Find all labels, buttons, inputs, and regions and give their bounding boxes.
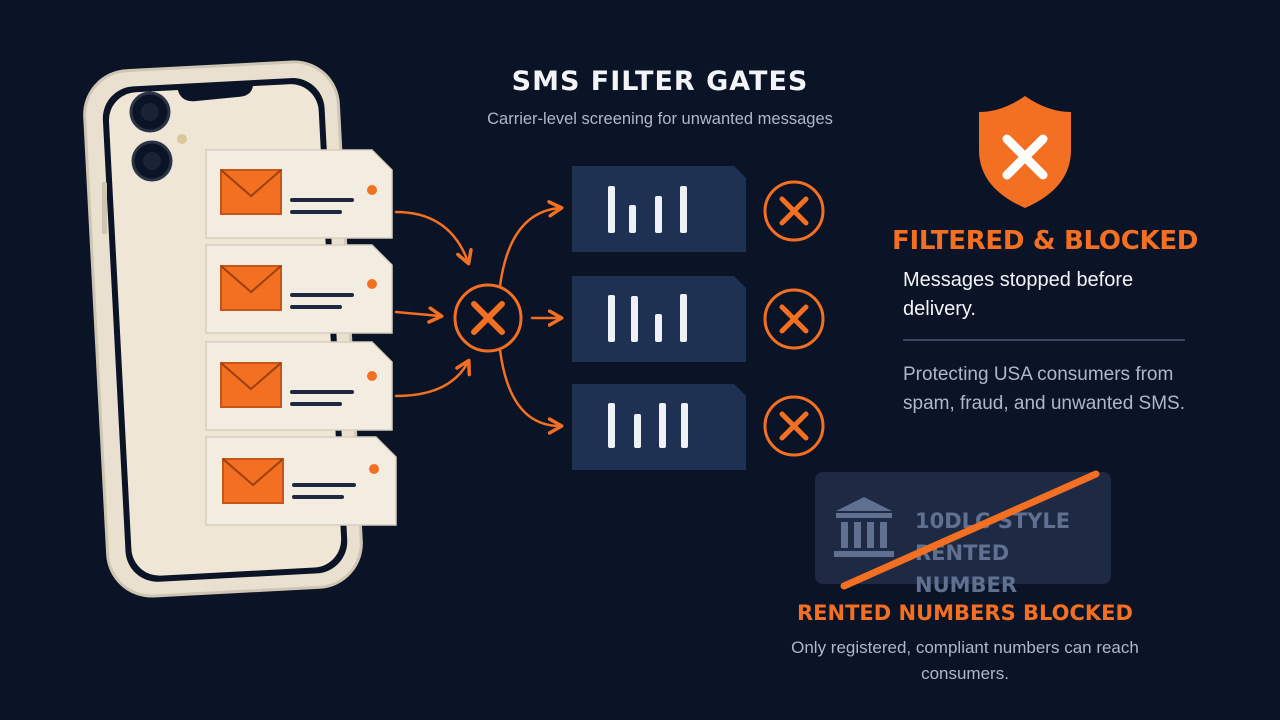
signal-bars-icon: [608, 186, 687, 233]
filter-gate-1: [572, 166, 746, 252]
central-block-icon: [453, 283, 523, 353]
x-circle-icon: [763, 395, 825, 457]
filter-gate-3: [572, 384, 746, 470]
signal-bars-icon: [608, 294, 687, 342]
signal-bars-icon: [608, 403, 688, 448]
shield-x-icon: [979, 96, 1071, 208]
message-card-2: [205, 244, 393, 334]
rented-blocked-heading: RENTED NUMBERS BLOCKED: [797, 601, 1133, 625]
filtered-heading: FILTERED & BLOCKED: [892, 226, 1199, 256]
rented-label-line2: RENTED NUMBER: [915, 541, 1018, 597]
x-circle-icon: [763, 180, 825, 242]
filter-gate-2: [572, 276, 746, 362]
message-card-1: [205, 149, 393, 239]
camera-icon: [129, 91, 187, 182]
protection-note: Protecting USA consumers from spam, frau…: [903, 364, 1185, 414]
envelope-icon: [222, 458, 284, 504]
message-card-3: [205, 341, 393, 431]
incoming-arrows: [394, 210, 473, 398]
envelope-icon: [220, 265, 282, 311]
section-divider: [903, 339, 1185, 341]
bank-icon: [834, 497, 894, 557]
outgoing-arrows: [498, 200, 564, 435]
rented-blocked-description: Only registered, compliant numbers can r…: [791, 638, 1139, 683]
page-subtitle: Carrier-level screening for unwanted mes…: [487, 110, 833, 128]
message-card-4: [205, 436, 397, 526]
strike-through-line: [840, 470, 1100, 590]
rented-number-label: 10DLC STYLE RENTED NUMBER: [915, 505, 1115, 601]
envelope-icon: [220, 362, 282, 408]
filtered-description: Messages stopped before delivery.: [903, 269, 1134, 320]
envelope-icon: [220, 169, 282, 215]
page-title: SMS FILTER GATES: [511, 66, 809, 97]
x-circle-icon: [763, 288, 825, 350]
